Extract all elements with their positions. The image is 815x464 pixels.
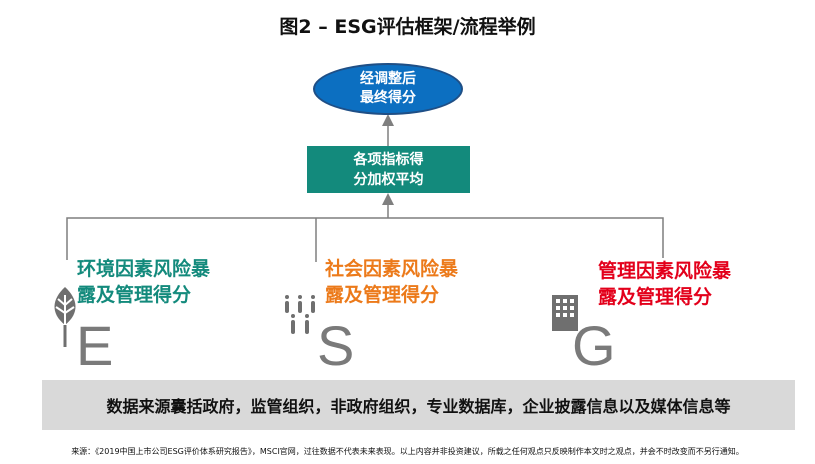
building-icon [552, 295, 578, 331]
category-line2: 露及管理得分 [598, 286, 713, 308]
category-line1: 管理因素风险暴 [598, 260, 732, 282]
weighted-average-box: 各项指标得分加权平均 [307, 146, 470, 193]
category-line2: 露及管理得分 [325, 284, 440, 306]
category-line1: 环境因素风险暴 [77, 258, 211, 280]
branch-line [66, 217, 664, 260]
category-social: 社会因素风险暴 露及管理得分 [325, 256, 458, 308]
data-sources-bar: 数据来源囊括政府，监管组织，非政府组织，专业数据库，企业披露信息以及媒体信息等 [42, 380, 795, 430]
letter-s: S [317, 314, 355, 377]
category-line2: 露及管理得分 [77, 284, 192, 306]
people-icon [285, 295, 315, 334]
final-score-line2: 最终得分 [360, 90, 416, 106]
final-score-line1: 经调整后 [360, 71, 416, 87]
category-line1: 社会因素风险暴 [325, 258, 459, 280]
leaf-tree-icon [54, 287, 76, 347]
category-governance: 管理因素风险暴 露及管理得分 [598, 258, 731, 310]
source-note: 来源：《2019中国上市公司ESG评价体系研究报告》，MSCI官网，过往数据不代… [71, 447, 744, 456]
data-sources-text: 数据来源囊括政府，监管组织，非政府组织，专业数据库，企业披露信息以及媒体信息等 [106, 397, 731, 416]
category-environment: 环境因素风险暴 露及管理得分 [77, 256, 210, 308]
final-score-ellipse: 经调整后最终得分 [313, 63, 463, 115]
weighted-line2: 分加权平均 [353, 171, 424, 188]
letter-e: E [76, 314, 114, 377]
diagram-title: 图2 – ESG评估框架/流程举例 [279, 16, 536, 38]
weighted-line1: 各项指标得 [353, 151, 424, 168]
letter-g: G [572, 314, 616, 377]
